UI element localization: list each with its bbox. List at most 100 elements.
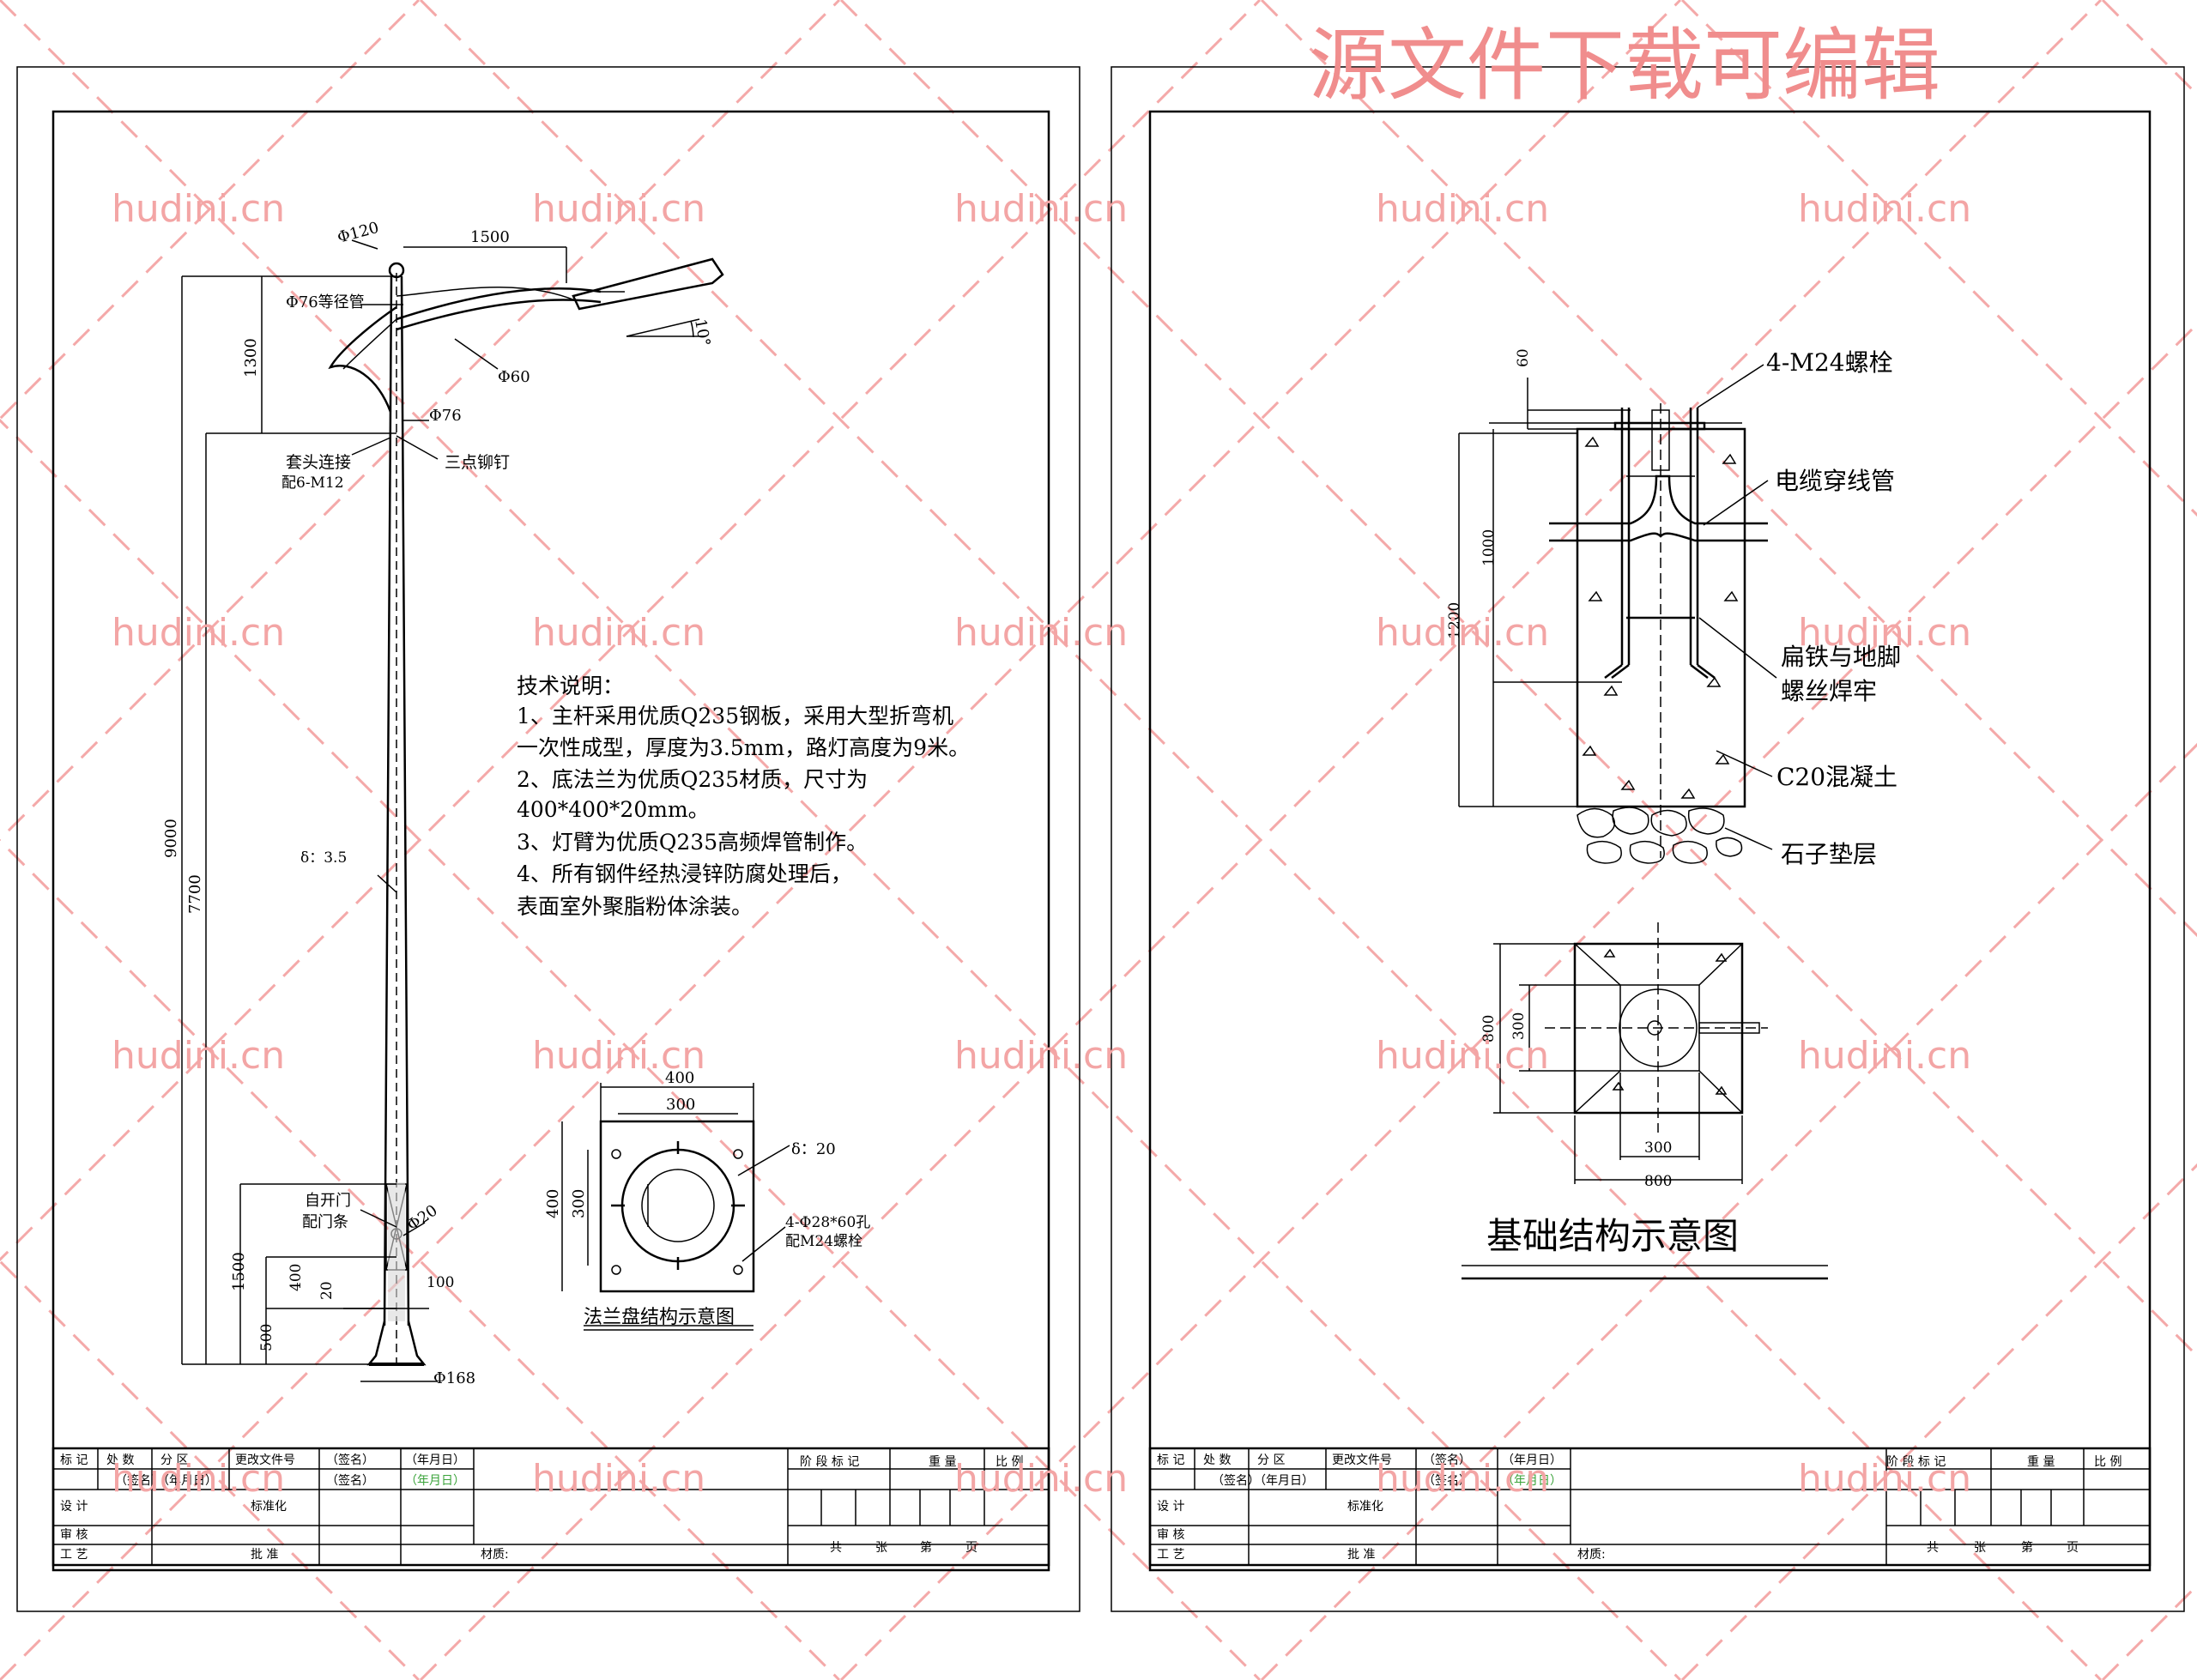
title-block-right: 标 记 处 数 分 区 更改文件号 （签名） （年月日） 阶 段 标 记 重 量… — [1148, 1447, 2152, 1567]
watermark-banner: 源文件下载可编辑 — [1309, 20, 1940, 112]
watermark-site-text: hudini.cn — [1798, 187, 1971, 231]
tb-sheets-unit: 张 — [875, 1541, 887, 1555]
foundation-caption: 基础结构示意图 — [1462, 1215, 1828, 1280]
tb-sign: （签名） — [1423, 1453, 1471, 1467]
foundation-dim-depth: 1200 — [1446, 602, 1463, 639]
tb-change-doc: 更改文件号 — [235, 1453, 295, 1467]
flange-outer-dim: 400 — [665, 1069, 694, 1087]
tech-note-line: 400*400*20mm。 — [517, 797, 710, 822]
tb-approve: 批 准 — [251, 1548, 278, 1562]
tb-std-sig: （签名） — [326, 1473, 374, 1488]
bolt-label: 4-M24螺栓 — [1766, 348, 1893, 377]
label-arm-rise: 1300 — [242, 338, 260, 378]
tb-mark: 标 记 — [1157, 1453, 1184, 1467]
flat-iron-label-1: 扁铁与地脚 — [1781, 643, 1901, 671]
foundation-section-drawing: 60 1000 1200 4-M24螺栓 电缆穿线管 扁铁与地脚 螺丝焊牢 C2… — [1446, 348, 1901, 868]
tb-process: 工 艺 — [60, 1548, 88, 1562]
watermark-diagonal-line — [0, 0, 1682, 1680]
tech-note-line: 表面室外聚脂粉体涂装。 — [517, 894, 753, 919]
watermark-diagonal-line — [1260, 0, 2197, 938]
tech-notes-heading: 技术说明： — [517, 674, 624, 698]
flange-thickness: δ：20 — [791, 1140, 836, 1158]
label-door: 自开门 — [305, 1192, 351, 1210]
label-arm-reach: 1500 — [470, 228, 510, 246]
watermark-site-text: hudini.cn — [532, 611, 705, 655]
watermark-site-text: hudini.cn — [954, 611, 1128, 655]
label-d-hole: Φ20 — [404, 1201, 441, 1235]
watermark-site-text: hudini.cn — [954, 187, 1128, 231]
watermark-site-text: hudini.cn — [954, 1457, 1128, 1501]
label-tilt: 10° — [691, 317, 713, 347]
label-bend-tube: Φ76等径管 — [286, 293, 365, 311]
tb-approve: 批 准 — [1347, 1548, 1375, 1562]
left-sheet-frame — [16, 66, 1080, 1612]
label-d-joint: Φ76 — [429, 407, 462, 425]
tb-sheet-no: 第 — [920, 1540, 932, 1555]
tb-stage-mark: 阶 段 标 记 — [1886, 1455, 1946, 1469]
tb-review: 审 核 — [1157, 1528, 1184, 1542]
watermark-site-text: hudini.cn — [1376, 1457, 1549, 1501]
watermark-site-text: hudini.cn — [112, 611, 285, 655]
watermark-diagonal-line — [839, 0, 2197, 1358]
plan-bottom-inner-dim: 300 — [1644, 1139, 1672, 1157]
watermark-diagonal-line — [0, 0, 1262, 1262]
watermark-site-text: hudini.cn — [1798, 1034, 1971, 1078]
tb-date: （年月日） — [405, 1453, 465, 1467]
tb-zone: 分 区 — [160, 1453, 188, 1467]
tb-review: 审 核 — [60, 1528, 88, 1542]
foundation-plan-drawing: 800 300 300 800 — [1480, 922, 1768, 1190]
watermark-site-text: hudini.cn — [1376, 1034, 1549, 1078]
label-arm-tube: Φ60 — [498, 368, 530, 386]
label-d-base: Φ168 — [433, 1369, 475, 1387]
tb-zone: 分 区 — [1257, 1453, 1285, 1467]
gravel-label: 石子垫层 — [1781, 840, 1877, 868]
watermark-site-text: hudini.cn — [532, 1034, 705, 1078]
label-door-width: 100 — [427, 1274, 454, 1291]
right-sheet-frame — [1111, 66, 2185, 1612]
flange-inner-dim: 300 — [666, 1096, 695, 1114]
label-sleeve-bolts: 配6-M12 — [281, 474, 344, 492]
tech-note-line: 2、底法兰为优质Q235材质，尺寸为 — [517, 767, 868, 792]
tb-std-date: （年月日） — [405, 1474, 465, 1488]
tb-design: 设 计 — [60, 1500, 88, 1514]
flange-side-inner: 300 — [570, 1189, 588, 1218]
concrete-label: C20混凝土 — [1776, 763, 1897, 791]
watermark-diagonal-line — [1680, 1163, 2197, 1680]
flange-side-outer: 400 — [544, 1189, 562, 1218]
label-hole-gap: 20 — [318, 1281, 336, 1300]
label-door-zone: 1500 — [230, 1252, 248, 1291]
plan-inner-dim: 300 — [1510, 1012, 1528, 1040]
foundation-dim-anchor: 1000 — [1480, 529, 1498, 566]
tb-weight: 重 量 — [929, 1455, 956, 1469]
watermark-diagonal-line — [419, 0, 2103, 1680]
tb-sheet-no: 第 — [2021, 1540, 2033, 1555]
watermark-diagonal-line — [0, 1259, 421, 1680]
tb-change-doc: 更改文件号 — [1332, 1453, 1392, 1467]
tech-note-line: 4、所有钢件经热浸锌防腐处理后， — [517, 861, 852, 886]
tb-sheets-total: 共 — [1927, 1541, 1939, 1555]
tech-note-line: 3、灯臂为优质Q235高频焊管制作。 — [517, 830, 868, 855]
watermark-site-text: hudini.cn — [1376, 187, 1549, 231]
watermark-diagonal-line — [839, 322, 2197, 1680]
watermark-text-layer: 源文件下载可编辑 hudini.cn hudini.cn hudini.cn hudi… — [112, 20, 1971, 1501]
watermark-site-text: hudini.cn — [1798, 1457, 1971, 1501]
tb-page-unit: 页 — [2067, 1541, 2079, 1555]
tb-mark: 标 记 — [60, 1453, 88, 1467]
plan-side-dim: 800 — [1480, 1015, 1498, 1042]
label-wall: δ：3.5 — [300, 849, 347, 867]
tb-material: 材质: — [481, 1548, 509, 1562]
tb-weight: 重 量 — [2027, 1455, 2055, 1469]
flat-iron-label-2: 螺丝焊牢 — [1781, 677, 1877, 705]
tb-design-sig: （签名）（年月日） — [115, 1473, 217, 1488]
tb-page-unit: 页 — [965, 1541, 977, 1555]
watermark-site-text: hudini.cn — [1798, 611, 1971, 655]
tech-note-line: 一次性成型，厚度为3.5mm，路灯高度为9米。 — [517, 735, 970, 760]
plan-bottom-outer-dim: 800 — [1644, 1173, 1672, 1190]
label-total-height: 9000 — [162, 819, 180, 858]
label-door-strip: 配门条 — [302, 1213, 348, 1231]
tb-scale: 比 例 — [2094, 1455, 2121, 1469]
watermark-site-text: hudini.cn — [954, 1034, 1128, 1078]
tb-count: 处 数 — [106, 1453, 134, 1467]
